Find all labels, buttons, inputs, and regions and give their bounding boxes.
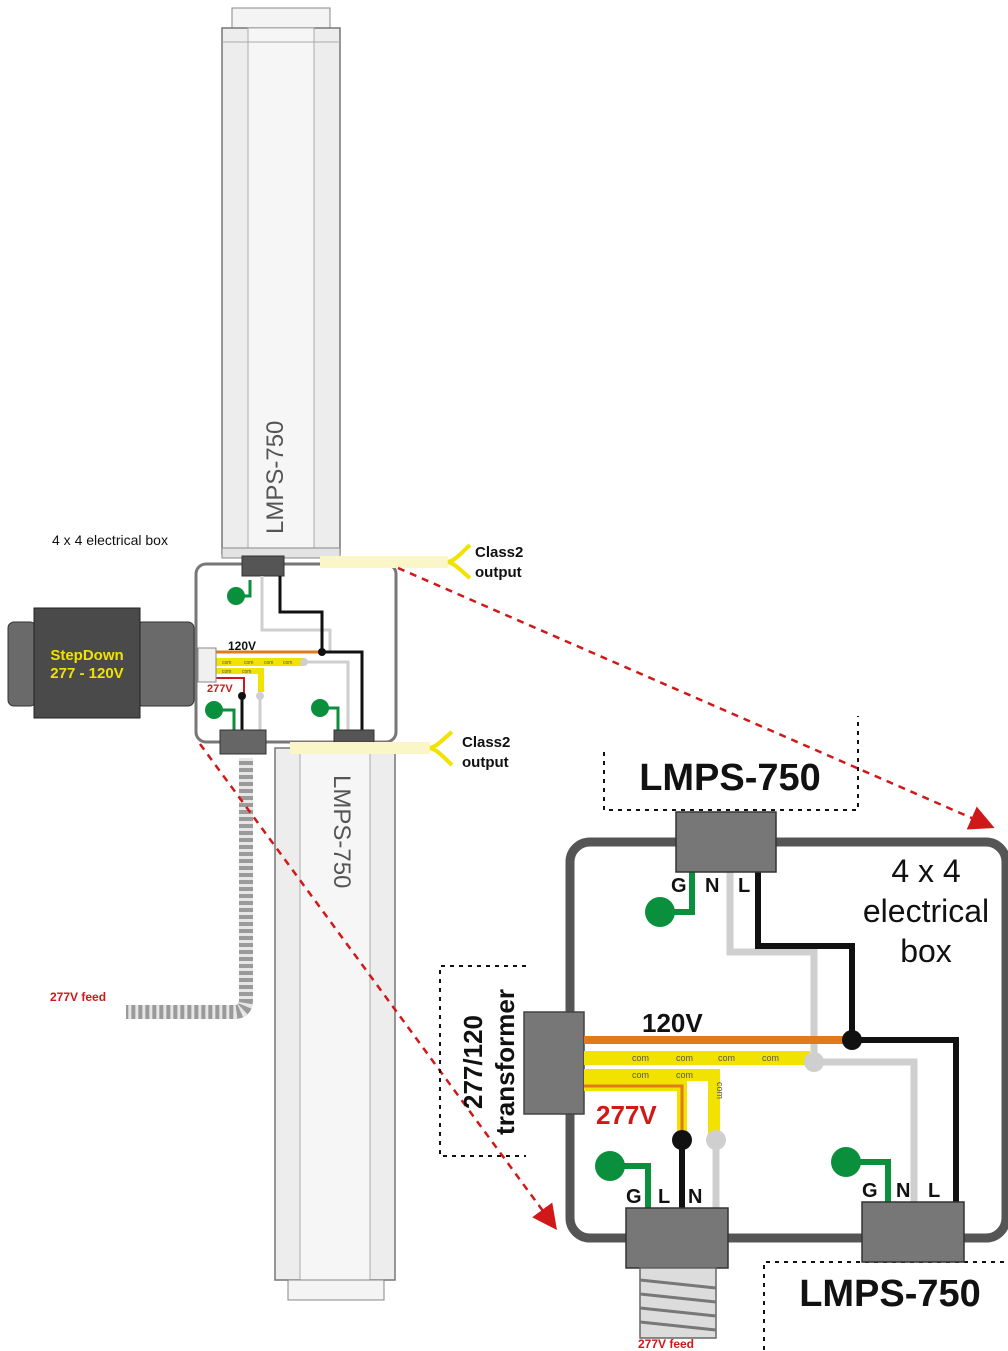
upper-fixture: LMPS-750 — [221, 7, 341, 559]
detail-bottom-fixture-label: LMPS-750 — [799, 1273, 981, 1315]
detail-box-label: box — [900, 933, 952, 969]
small-box-120v-label: 120V — [228, 639, 256, 653]
detail-com-label: com — [676, 1053, 693, 1063]
class2-label: output — [475, 564, 522, 581]
small-electrical-box: 120V 277V com com com com com com — [194, 555, 398, 755]
feed-label-left: 277V feed — [50, 990, 106, 1004]
detail-com-label: com — [676, 1070, 693, 1080]
detail-transformer-label: transformer — [490, 989, 520, 1135]
callout-arrow-lower — [198, 743, 557, 1231]
detail-box-label: electrical — [863, 893, 989, 929]
detail-com-label: com — [632, 1070, 649, 1080]
pin-label: G — [862, 1180, 878, 1202]
detail-com-label: com — [632, 1053, 649, 1063]
class2-output-upper: Class2 output — [320, 543, 523, 581]
detail-feed-label: 277V feed — [638, 1337, 694, 1351]
detail-flex-conduit — [639, 1267, 717, 1339]
detail-com-label: com — [715, 1082, 725, 1099]
small-box-277v-label: 277V — [207, 683, 233, 695]
pin-label: N — [688, 1186, 702, 1208]
detail-120v-label: 120V — [642, 1008, 703, 1038]
upper-fixture-label: LMPS-750 — [262, 421, 289, 534]
class2-label: output — [462, 754, 509, 771]
small-box-title: 4 x 4 electrical box — [52, 532, 168, 548]
small-box-com-label: com — [242, 669, 251, 675]
lower-fixture-label: LMPS-750 — [328, 775, 355, 888]
stepdown-line2: 277 - 120V — [50, 665, 123, 682]
pin-label: L — [928, 1180, 940, 1202]
detail-view: LMPS-750 LMPS-750 4 x 4 electrical box 2… — [439, 716, 1008, 1351]
detail-com-label: com — [762, 1053, 779, 1063]
pin-label: L — [738, 875, 750, 897]
detail-com-label: com — [718, 1053, 735, 1063]
small-box-com-label: com — [283, 660, 292, 666]
stepdown-transformer: StepDown 277 - 120V — [7, 607, 195, 719]
pin-label: N — [896, 1180, 910, 1202]
detail-transformer-label: 277/120 — [458, 1015, 488, 1109]
flex-conduit — [126, 758, 253, 1019]
callout-arrow-upper — [397, 566, 995, 830]
pin-label: G — [626, 1186, 642, 1208]
small-box-com-label: com — [222, 669, 231, 675]
lower-fixture: LMPS-750 — [274, 747, 396, 1301]
class2-label: Class2 — [462, 734, 510, 751]
small-box-com-label: com — [244, 660, 253, 666]
class2-label: Class2 — [475, 544, 523, 561]
detail-277v-label: 277V — [596, 1100, 657, 1130]
stepdown-line1: StepDown — [50, 647, 123, 664]
pin-label: L — [658, 1186, 670, 1208]
pin-label: G — [671, 875, 687, 897]
pin-label: N — [705, 875, 719, 897]
small-box-com-label: com — [222, 660, 231, 666]
small-box-com-label: com — [264, 660, 273, 666]
detail-box-label: 4 x 4 — [891, 853, 960, 889]
detail-top-fixture-label: LMPS-750 — [639, 757, 821, 799]
class2-output-lower: Class2 output — [290, 730, 510, 771]
